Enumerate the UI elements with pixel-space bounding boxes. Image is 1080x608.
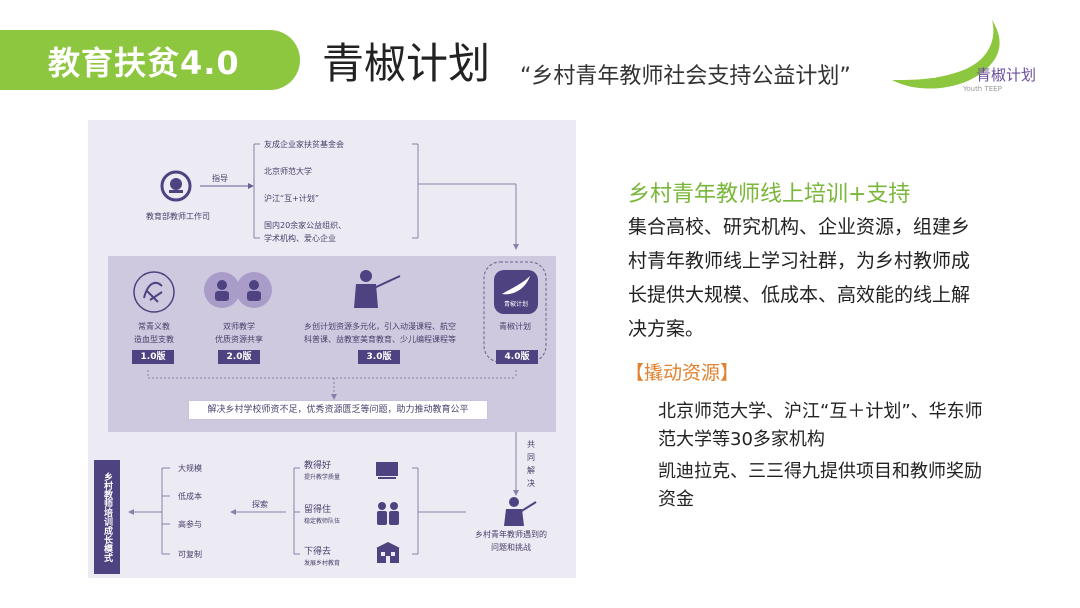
- joint-char: 同: [527, 453, 535, 462]
- diagram-connectors: [128, 143, 547, 555]
- version-3-line2: 科普课、益教室美育教育、少儿编程课程等: [304, 335, 456, 344]
- partner-item: 友成企业家扶贫基金会: [264, 140, 344, 149]
- teacher-presenting-icon: [504, 497, 537, 526]
- goal-sub: 提升教学质量: [304, 474, 341, 481]
- guide-label: 指导: [212, 174, 228, 183]
- explore-label: 探索: [252, 500, 268, 509]
- ministry-emblem-icon: [160, 170, 192, 202]
- version-3-line1: 乡创计划资源多元化，引入动漫课程、航空: [304, 322, 456, 331]
- partner-item: 国内20余家公益组织、: [264, 221, 347, 230]
- section-title: 乡村青年教师线上培训+支持: [628, 182, 911, 207]
- feature-item: 高参与: [178, 520, 202, 529]
- partner-item: 沪江“互+计划”: [264, 194, 319, 203]
- app-icon-label: 青椒计划: [503, 301, 528, 308]
- page-title: 青椒计划: [322, 39, 491, 88]
- resources-label: 【撬动资源】: [625, 362, 740, 384]
- challenge-line2: 问题和挑战: [491, 543, 531, 552]
- resource-item: 北京师范大学、沪江“互＋计划”、华东师范大学等30多家机构: [658, 401, 983, 450]
- ministry-label: 教育部教师工作司: [146, 212, 210, 221]
- joint-char: 共: [527, 440, 535, 449]
- partner-item: 学术机构、爱心企业: [264, 234, 336, 243]
- school-building-icon: [376, 542, 400, 563]
- goal-sub: 稳定教师队伍: [304, 518, 341, 525]
- resource-item: 凯迪拉克、三三得九提供项目和教师奖励资金: [658, 461, 982, 510]
- version-4-line1: 青椒计划: [499, 322, 531, 331]
- version-2-line1: 双师教学: [223, 322, 255, 331]
- goal-title: 下得去: [304, 547, 332, 557]
- pepper-logo-icon: [892, 20, 1000, 89]
- app-icon: 青椒计划: [494, 270, 538, 314]
- category-label: 教育扶贫4.0: [48, 44, 240, 82]
- version-1-line2: 造血型支教: [134, 335, 174, 344]
- goal-title: 教得好: [304, 461, 332, 471]
- blackboard-icon: [376, 462, 398, 479]
- two-teachers-icon: [204, 272, 272, 308]
- version-3-badge: 3.0版: [358, 350, 400, 364]
- feature-item: 大规模: [178, 464, 202, 473]
- partner-item: 北京师范大学: [264, 167, 312, 176]
- logo-name: 青椒计划: [976, 66, 1037, 84]
- challenge-line1: 乡村青年教师遇到的: [475, 530, 547, 539]
- teachers-group-icon: [377, 502, 399, 525]
- goal-title: 留得住: [304, 505, 332, 515]
- goal-sub: 发展乡村教育: [304, 560, 341, 567]
- version-2-line2: 优质资源共享: [215, 335, 263, 344]
- logo-subtitle: Youth TEEP: [963, 85, 1002, 93]
- calligraphy-icon: [133, 271, 175, 313]
- section-paragraph: 集合高校、研究机构、企业资源，组建乡村青年教师线上学习社群，为乡村教师成长提供大…: [628, 216, 971, 340]
- joint-char: 解: [527, 466, 535, 475]
- pepper-leaf-icon: [502, 276, 530, 295]
- joint-char: 决: [527, 479, 535, 488]
- category-pill: [0, 30, 300, 90]
- presenter-icon: [354, 270, 401, 308]
- page-subtitle: “乡村青年教师社会支持公益计划”: [520, 64, 851, 89]
- version-4-badge: 4.0版: [496, 350, 538, 364]
- program-diagram: 教育部教师工作司 指导 友成企业家扶贫基金会 北京师范大学 沪江“互+计划” 国…: [88, 120, 576, 578]
- feature-item: 低成本: [178, 492, 202, 501]
- version-1-line1: 常青义教: [138, 322, 170, 331]
- version-1-badge: 1.0版: [132, 350, 174, 364]
- feature-item: 可复制: [178, 550, 202, 559]
- version-2-badge: 2.0版: [218, 350, 260, 364]
- training-model-label: 乡村教师培训成长模式: [94, 460, 120, 574]
- goal-banner: 解决乡村学校师资不足，优秀资源匮乏等问题，助力推动教育公平: [188, 400, 488, 420]
